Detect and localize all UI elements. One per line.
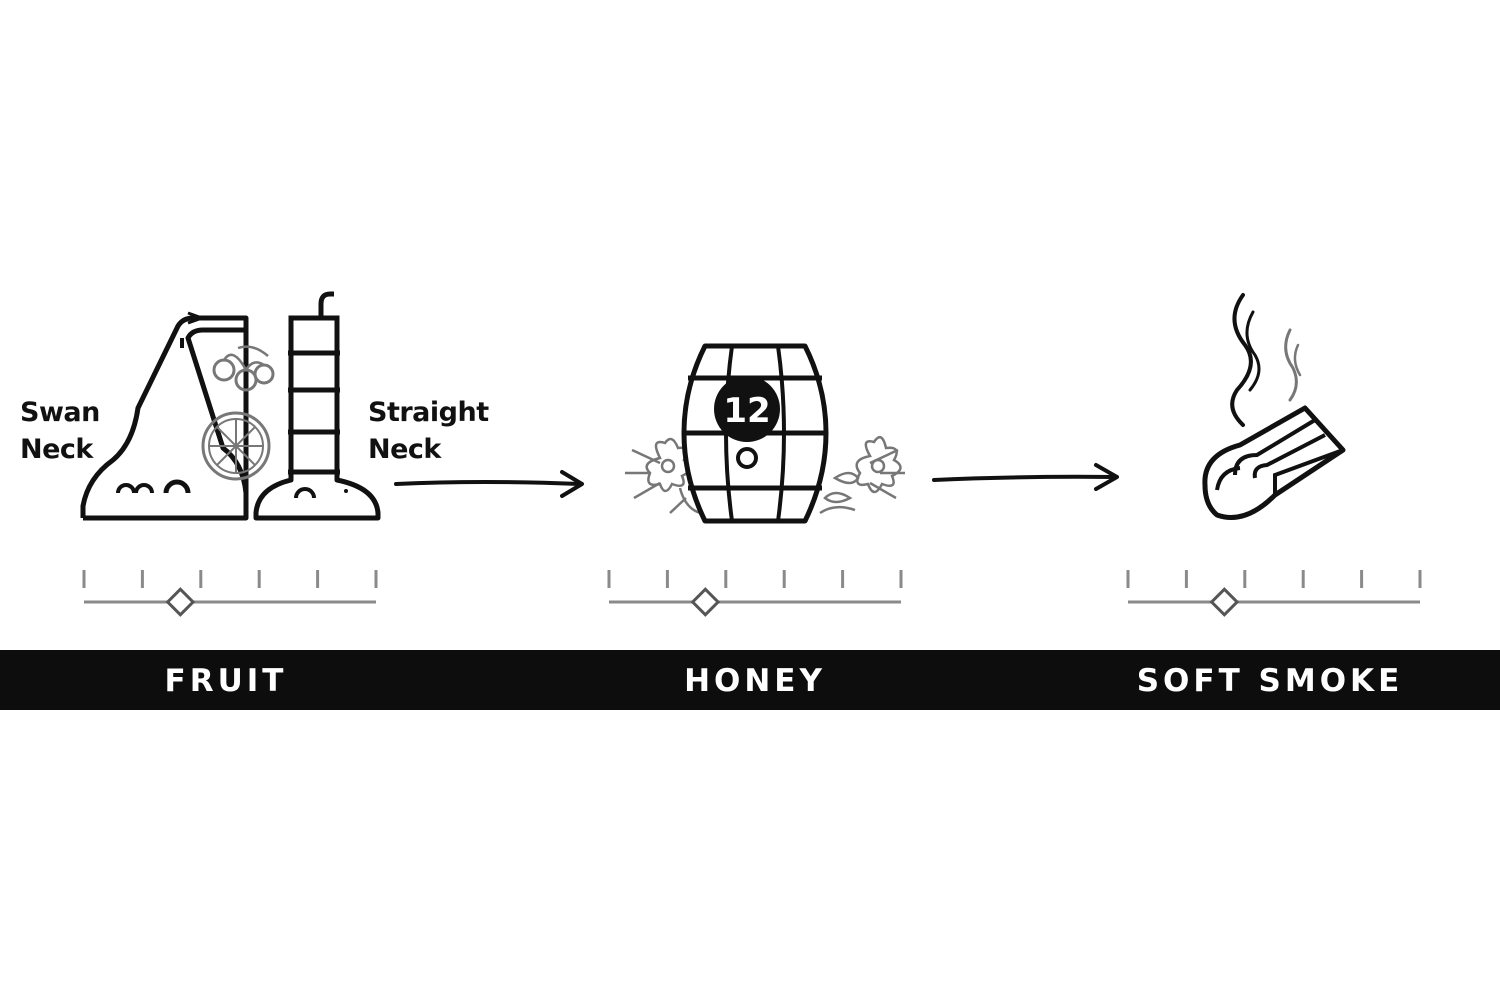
pot-stills-icon [80,291,381,521]
arrow-icon [932,463,1119,491]
smoke-icon [1202,293,1346,520]
flavor-label-soft-smoke: SOFT SMOKE [1136,663,1404,699]
barrel-icon: 12 [625,343,905,524]
swan-neck-label: Swan Neck [20,397,100,465]
flavor-label-honey: HONEY [684,663,826,699]
scale-svg [82,570,378,617]
vanilla-flower-icon [625,435,905,515]
peat-block-icon [1202,405,1346,520]
flavor-band: FRUIT HONEY SOFT SMOKE [0,650,1500,710]
honey-intensity-scale [605,568,905,628]
flavor-label-fruit: FRUIT [164,663,288,699]
scale-marker [1209,587,1240,617]
scale-svg [607,570,903,617]
smoke-intensity-scale [1124,568,1424,628]
scale-marker [690,587,721,617]
scale-marker [165,587,196,617]
cherries-icon [212,345,275,392]
fruit-intensity-scale [80,568,380,628]
barrel-age-number: 12 [723,391,770,431]
arrow-icon [394,470,584,498]
orange-slice-icon [201,411,271,481]
scale-svg [1126,570,1422,617]
straight-neck-label: Straight Neck [368,397,489,465]
